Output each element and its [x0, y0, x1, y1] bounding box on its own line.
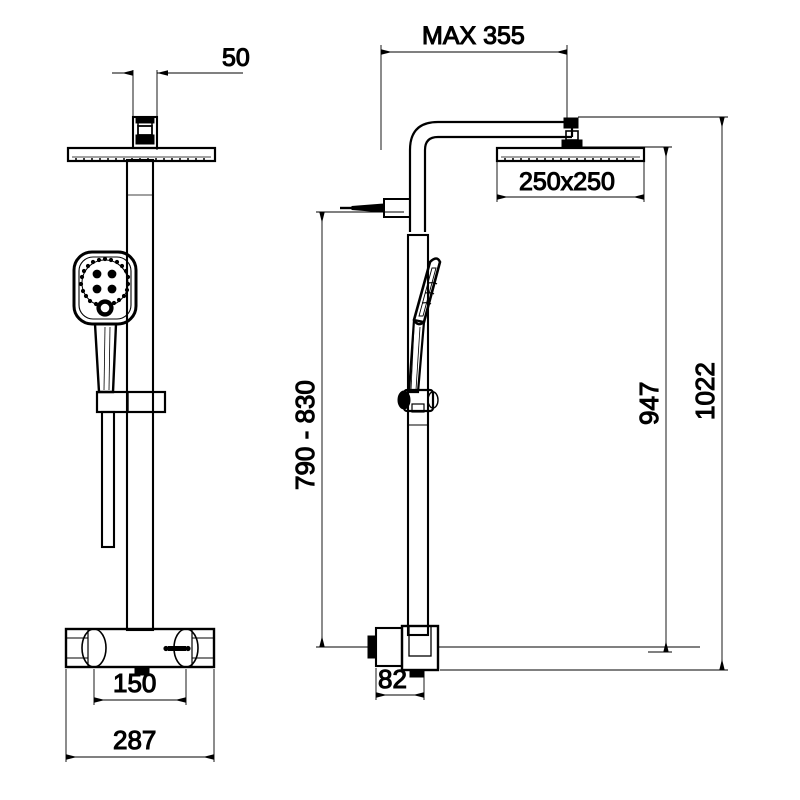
- diverter-outlet: [134, 666, 150, 676]
- dimension-label-150: 150: [113, 668, 156, 698]
- riser-rail-side: [406, 233, 430, 637]
- riser-rail: [125, 158, 155, 632]
- wall-inlet-connector: [340, 198, 411, 218]
- dimension-valve-depth: [375, 668, 425, 700]
- dimension-valve-spacing: [93, 669, 187, 705]
- front-elevation-view: 50 150 287: [64, 43, 250, 762]
- overhead-shower-head-side: [495, 146, 646, 163]
- hand-shower-handle: [93, 322, 118, 394]
- dimension-label-790-830: 790 - 830: [290, 380, 320, 490]
- hand-shower-hose: [100, 410, 116, 549]
- shower-head-swivel-joint-side: [561, 117, 583, 149]
- dimension-label-82: 82: [378, 664, 407, 694]
- dimension-bracket-offset: [112, 70, 243, 150]
- slider-bracket: [95, 390, 167, 414]
- slider-bracket-side: [397, 388, 439, 413]
- dimension-label-287: 287: [113, 725, 156, 755]
- dimension-total-height: [440, 116, 728, 671]
- dimension-head-height: [578, 146, 672, 653]
- dimension-label-1022: 1022: [690, 362, 720, 420]
- shower-head-swivel-joint: [131, 115, 159, 150]
- dimension-label-max-355: MAX 355: [422, 22, 525, 50]
- dimension-label-50: 50: [222, 44, 250, 72]
- thermostatic-mixer-valve: [64, 627, 216, 676]
- dimension-label-250x250: 250x250: [519, 168, 615, 196]
- dimension-label-947: 947: [634, 382, 664, 425]
- dimension-slider-range: [316, 211, 404, 648]
- hand-shower-handle-side: [407, 318, 426, 394]
- valve-indicator-marks: [163, 645, 191, 652]
- dimension-max-projection: [380, 45, 568, 150]
- dimension-valve-width: [65, 669, 215, 762]
- side-elevation-view: MAX 355 250x250 82 790 - 830 947: [289, 21, 728, 700]
- dimension-head-size: [496, 162, 645, 202]
